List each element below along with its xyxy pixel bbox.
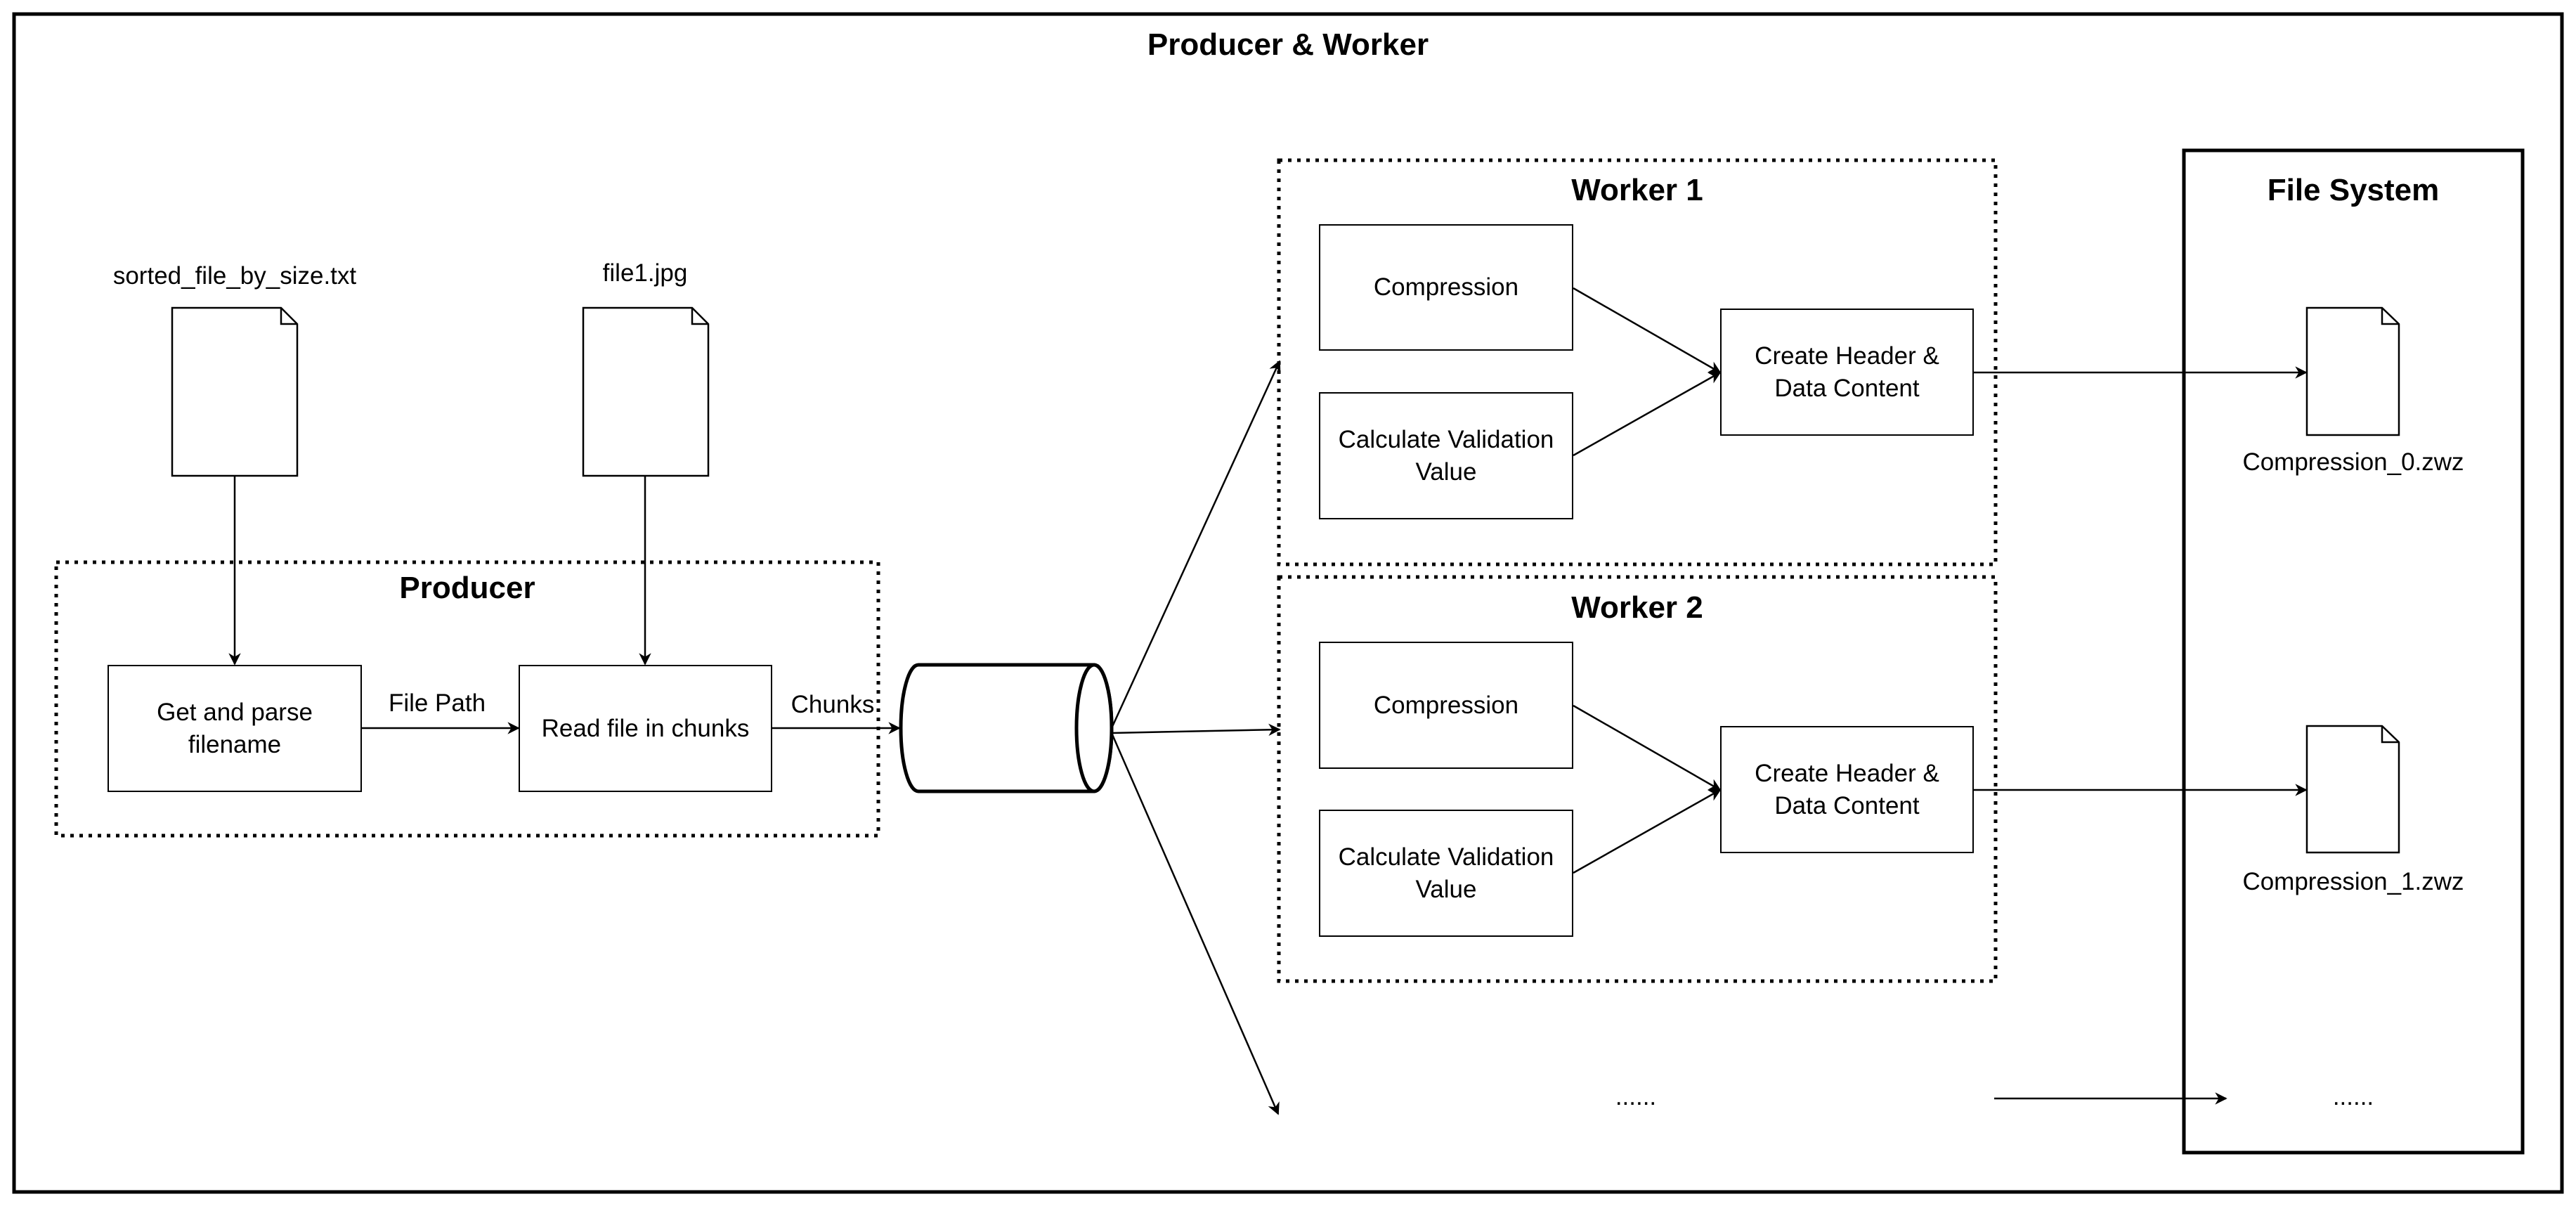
chunk-queue-cylinder (899, 663, 1114, 793)
arrow-queue-to-more-workers (1110, 732, 1280, 1115)
diagram-title: Producer & Worker (1147, 27, 1429, 62)
input-file-label-sorted: sorted_file_by_size.txt (112, 262, 357, 290)
arrow-queue-to-worker-1 (1110, 360, 1281, 729)
worker-2-validation-box: Calculate Validation Value (1319, 810, 1573, 937)
producer-container (54, 560, 880, 838)
edge-label-chunks: Chunks (791, 691, 875, 718)
arrow-queue-to-worker-2 (1111, 723, 1281, 737)
output-file-label-1: Compression_1.zwz (2242, 868, 2464, 895)
worker-2-validation-label: Calculate Validation Value (1338, 843, 1554, 903)
file-icon-output-0 (2305, 306, 2400, 436)
output-file-label-0: Compression_0.zwz (2242, 448, 2464, 476)
arrow-w1-compression-to-header (1573, 287, 1722, 374)
read-chunks-box: Read file in chunks (519, 665, 772, 792)
worker-1-validation-label: Calculate Validation Value (1338, 426, 1554, 486)
outer-frame (12, 12, 2564, 1194)
parse-filename-box: Get and parse filename (108, 665, 362, 792)
worker-1-validation-box: Calculate Validation Value (1319, 392, 1573, 519)
worker-1-compression-label: Compression (1373, 273, 1519, 302)
file-icon-output-1 (2305, 725, 2400, 854)
worker-2-header-label: Create Header & Data Content (1755, 760, 1939, 819)
worker-1-header-label: Create Header & Data Content (1755, 342, 1939, 402)
file-system-title: File System (2267, 173, 2440, 207)
edge-label-file-path: File Path (388, 689, 486, 717)
arrow-w2-compression-to-header (1573, 704, 1722, 791)
worker-2-title: Worker 2 (1571, 590, 1703, 625)
worker-1-header-box: Create Header & Data Content (1720, 309, 1974, 436)
file-system-more-ellipsis: ...... (2332, 1083, 2374, 1110)
worker-1-compression-box: Compression (1319, 224, 1573, 351)
worker-2-compression-label: Compression (1373, 691, 1519, 719)
file-system-container (2182, 148, 2525, 1155)
worker-2-container (1277, 575, 1998, 983)
arrow-w1-validation-to-header (1573, 371, 1722, 457)
parse-filename-label: Get and parse filename (157, 699, 313, 758)
worker-1-title: Worker 1 (1571, 173, 1703, 207)
worker-2-header-box: Create Header & Data Content (1720, 726, 1974, 853)
file-icon-sorted-list (171, 306, 299, 477)
read-chunks-label: Read file in chunks (541, 714, 750, 742)
more-workers-ellipsis: ...... (1615, 1083, 1657, 1110)
producer-title: Producer (399, 571, 535, 605)
arrow-w2-validation-to-header (1573, 789, 1722, 874)
worker-2-compression-box: Compression (1319, 642, 1573, 769)
input-file-label-file1: file1.jpg (602, 259, 688, 287)
file-icon-file1 (582, 306, 710, 477)
